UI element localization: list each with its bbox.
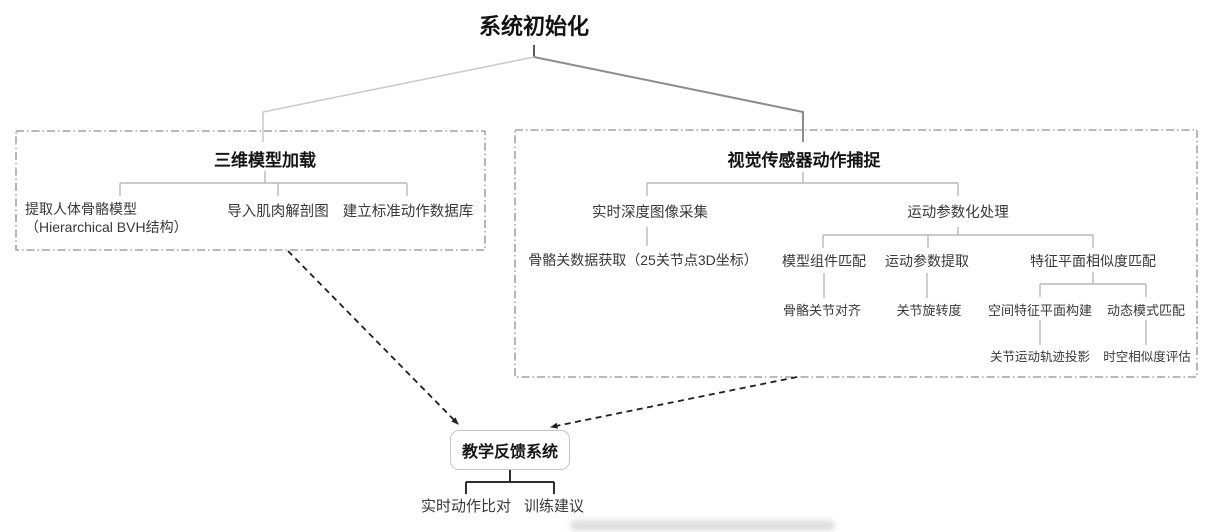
node-training-suggestions: 训练建议 [523,498,585,515]
node-dynamic-pattern-matching: 动态模式匹配 [1106,303,1186,318]
node-joint-rotation: 关节旋转度 [896,303,962,318]
module-boxes [15,129,1198,378]
feedback-box: 教学反馈系统 [450,430,570,470]
node-spatial-feature-plane: 空间特征平面构建 [987,303,1093,318]
right-box-tree [646,172,1147,345]
node-feature-plane-similarity: 特征平面相似度匹配 [1030,253,1156,269]
feedback-tree [465,470,555,494]
node-motion-parameterization: 运动参数化处理 [907,205,1009,221]
node-extract-skeleton-model: 提取人体骨骼模型 （Hierarchical BVH结构） [25,201,188,235]
feedback-arrows [287,250,798,429]
node-spatiotemporal-similarity: 时空相似度评估 [1103,350,1191,364]
right-module-box [514,129,1198,378]
node-skeleton-data-acquisition: 骨骼关数据获取（25关节点3D坐标） [528,252,758,268]
node-standard-action-database: 建立标准动作数据库 [342,204,474,220]
root-branches [262,45,804,142]
node-realtime-depth-capture: 实时深度图像采集 [592,205,708,221]
node-model-component-matching: 模型组件匹配 [782,253,866,269]
node-motion-parameter-extraction: 运动参数提取 [885,253,969,269]
left-module-box [15,130,486,251]
arrow-left-to-feedback [287,250,459,425]
root-branch-left [262,56,535,142]
right-box-title: 视觉传感器动作捕捉 [727,151,881,170]
root-branch-right [533,56,804,142]
left-box-title: 三维模型加载 [214,151,316,170]
node-import-muscle-anatomy: 导入肌肉解剖图 [227,204,329,220]
arrow-right-to-feedback [550,376,798,429]
node-joint-trajectory-projection: 关节运动轨迹投影 [989,350,1091,364]
feedback-box-title: 教学反馈系统 [461,444,558,461]
node-realtime-action-comparison: 实时动作比对 [420,498,512,515]
node-skeleton-joint-alignment: 骨骼关节对齐 [782,303,862,318]
root-title: 系统初始化 [478,14,590,39]
watermark-smudge [570,520,835,531]
left-box-tree [119,171,408,196]
